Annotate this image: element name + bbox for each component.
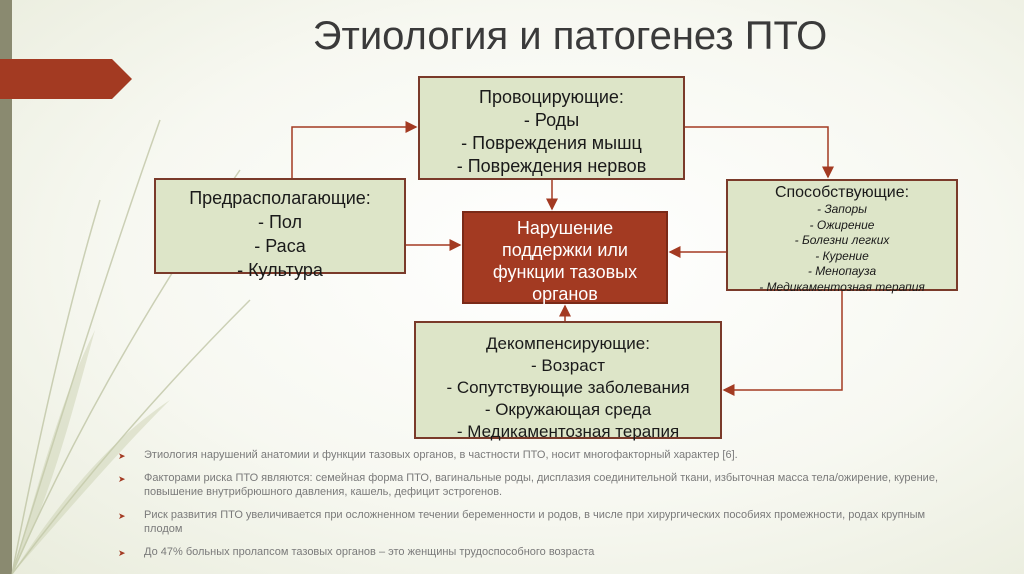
list-item: - Возраст: [531, 356, 605, 375]
list-item: - Пол: [257, 212, 303, 232]
bullet-arrow-icon: ➤: [118, 548, 126, 558]
list-item: - Роды: [523, 110, 580, 130]
arrow-provoking-to-contributing: [685, 126, 834, 179]
list-item: - Медикаментозная терапия: [759, 279, 925, 294]
box-heading: Декомпенсирующие:: [486, 334, 650, 353]
note-item: ➤ До 47% больных пролапсом тазовых орган…: [118, 545, 958, 559]
note-item: ➤ Этиология нарушений анатомии и функции…: [118, 448, 958, 462]
title-arrow-icon: [0, 59, 132, 99]
bullet-arrow-icon: ➤: [118, 451, 126, 461]
box-heading: Предрасполагающие:: [189, 188, 371, 208]
bullet-arrow-icon: ➤: [118, 474, 126, 484]
predisposing-factors-box: Предрасполагающие: - Пол - Раса - Культу…: [154, 178, 406, 280]
list-item: - Окружающая среда: [484, 400, 652, 419]
arrow-contributing-to-decompensating: [722, 291, 843, 396]
note-text: Этиология нарушений анатомии и функции т…: [144, 449, 738, 461]
note-item: ➤ Факторами риска ПТО являются: семейная…: [118, 471, 958, 499]
central-disorder-box: Нарушение поддержки или функции тазовых …: [462, 211, 668, 304]
list-item: - Ожирение: [809, 217, 875, 232]
list-item: - Курение: [815, 248, 869, 263]
note-text: До 47% больных пролапсом тазовых органов…: [144, 546, 595, 558]
note-text: Факторами риска ПТО являются: семейная ф…: [144, 472, 939, 498]
page-title: Этиология и патогенез ПТО: [312, 14, 828, 58]
left-decor-bar: [0, 0, 12, 574]
leaf-decoration: [11, 119, 251, 574]
box-line: органов: [532, 284, 598, 304]
box-line: функции тазовых: [492, 262, 638, 282]
bullet-arrow-icon: ➤: [118, 511, 126, 521]
box-line: Нарушение: [516, 218, 614, 238]
list-item: - Культура: [237, 260, 323, 280]
list-item: - Повреждения нервов: [456, 156, 647, 176]
list-item: - Запоры: [816, 202, 867, 216]
list-item: - Болезни легких: [794, 233, 890, 247]
list-item: - Медикаментозная терапия: [456, 422, 680, 441]
list-item: - Сопутствующие заболевания: [446, 378, 690, 397]
arrow-predisposing-to-provoking: [291, 121, 418, 178]
list-item: - Менопауза: [807, 264, 877, 278]
box-line: поддержки или: [502, 240, 628, 260]
list-item: - Повреждения мышц: [461, 133, 642, 153]
box-heading: Провоцирующие:: [479, 87, 624, 107]
decompensating-factors-box: Декомпенсирующие: - Возраст - Сопутствую…: [414, 321, 722, 441]
list-item: - Раса: [254, 236, 306, 256]
provoking-factors-box: Провоцирующие: - Роды - Повреждения мышц…: [418, 76, 685, 180]
box-heading: Способствующие:: [774, 184, 910, 201]
note-text: Риск развития ПТО увеличивается при осло…: [144, 509, 926, 535]
contributing-factors-box: Способствующие: - Запоры - Ожирение - Бо…: [726, 179, 958, 294]
note-item: ➤ Риск развития ПТО увеличивается при ос…: [118, 508, 958, 536]
notes-list: ➤ Этиология нарушений анатомии и функции…: [118, 448, 958, 568]
